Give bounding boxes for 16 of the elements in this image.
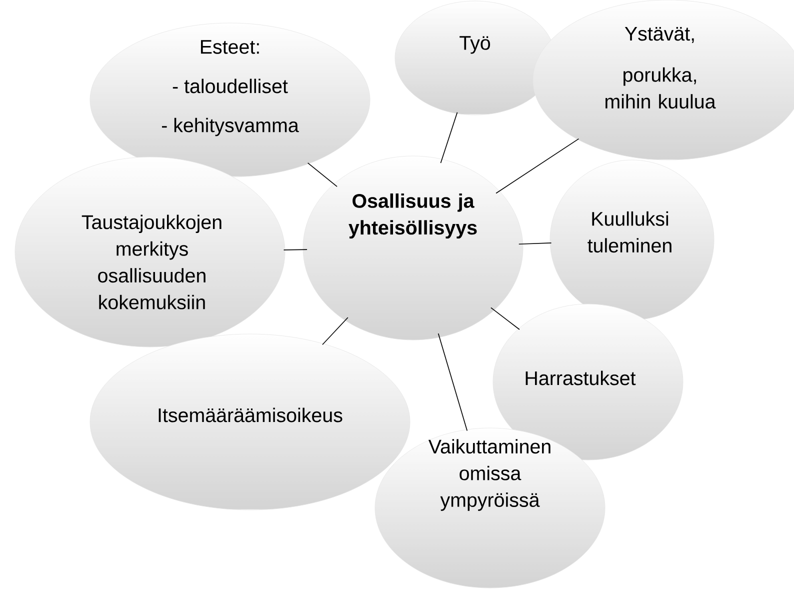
connector-line <box>490 307 520 330</box>
bubble: Itsemääräämisoikeus <box>90 334 410 510</box>
bubble: Kuulluksi tuleminen <box>550 160 714 320</box>
connector-line <box>496 138 580 194</box>
connector-line <box>307 162 338 187</box>
connector-line <box>283 249 308 250</box>
connector-line <box>438 333 468 432</box>
bubble: Vaikuttaminen omissa ympyröissä <box>374 428 606 588</box>
bubble: Osallisuus ja yhteisöllisyys <box>302 156 524 340</box>
connector-line <box>440 112 458 164</box>
connector-line <box>518 242 552 245</box>
connector-line <box>322 317 348 346</box>
bubble: Taustajoukkojen merkitys osallisuuden kokemuksiin <box>14 156 286 348</box>
bubble: Esteet: - taloudelliset - kehitysvamma <box>90 22 370 178</box>
bubble: Ystävät, porukka, mihin kuulua <box>532 0 794 160</box>
bubble: Työ <box>394 0 556 116</box>
